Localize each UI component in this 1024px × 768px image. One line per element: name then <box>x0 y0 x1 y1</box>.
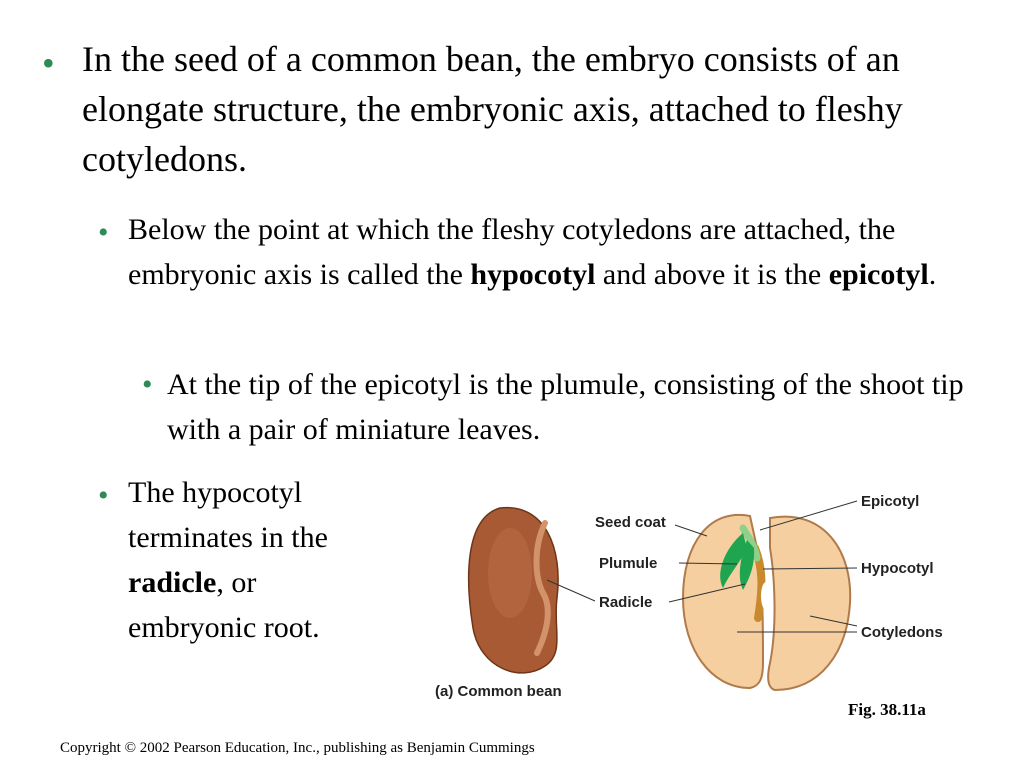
bullet-marker-2: • <box>98 216 109 249</box>
label-plumule: Plumule <box>599 555 657 572</box>
label-hypocotyl: Hypocotyl <box>861 560 934 577</box>
bullet-text-3: At the tip of the epicotyl is the plumul… <box>167 368 964 446</box>
figure-reference: Fig. 38.11a <box>848 700 926 719</box>
bullet-marker-1: • <box>42 43 55 83</box>
bullet-2-mid: and above it is the <box>595 258 829 291</box>
bullet-text-1: In the seed of a common bean, the embryo… <box>82 39 903 179</box>
label-cotyledons: Cotyledons <box>861 624 943 641</box>
bullet-4-pre: The hypocotyl terminates in the <box>128 476 328 554</box>
copyright-footer: Copyright © 2002 Pearson Education, Inc.… <box>60 740 535 756</box>
bullet-text-2: Below the point at which the fleshy coty… <box>128 207 973 297</box>
term-radicle: radicle <box>128 566 217 599</box>
bean-seed-figure: Seed coat Plumule Radicle Epicotyl Hypoc… <box>435 493 943 700</box>
bullet-marker-4: • <box>98 479 109 512</box>
cut-seed <box>681 513 852 692</box>
leader-lines <box>546 500 858 633</box>
bullet-4-post: , or embryonic root. <box>128 566 320 644</box>
label-epicotyl: Epicotyl <box>861 493 919 510</box>
bullet-marker-3: • <box>142 368 153 401</box>
bullet-2-pre: Below the point at which the fleshy coty… <box>128 213 896 291</box>
plumule-leaf-2 <box>739 540 755 590</box>
figure-caption: (a) Common bean <box>435 683 562 700</box>
bullet-2-post: . <box>928 258 937 291</box>
epicotyl <box>739 524 761 562</box>
term-hypocotyl: hypocotyl <box>470 258 596 291</box>
term-epicotyl: epicotyl <box>828 258 929 291</box>
bullet-text-4: The hypocotyl terminates in the radicle,… <box>128 470 390 650</box>
label-seed-coat: Seed coat <box>595 514 666 531</box>
whole-bean <box>467 506 559 674</box>
right-cotyledon <box>767 515 852 692</box>
plumule-leaf-1 <box>720 533 747 588</box>
label-radicle: Radicle <box>599 594 652 611</box>
